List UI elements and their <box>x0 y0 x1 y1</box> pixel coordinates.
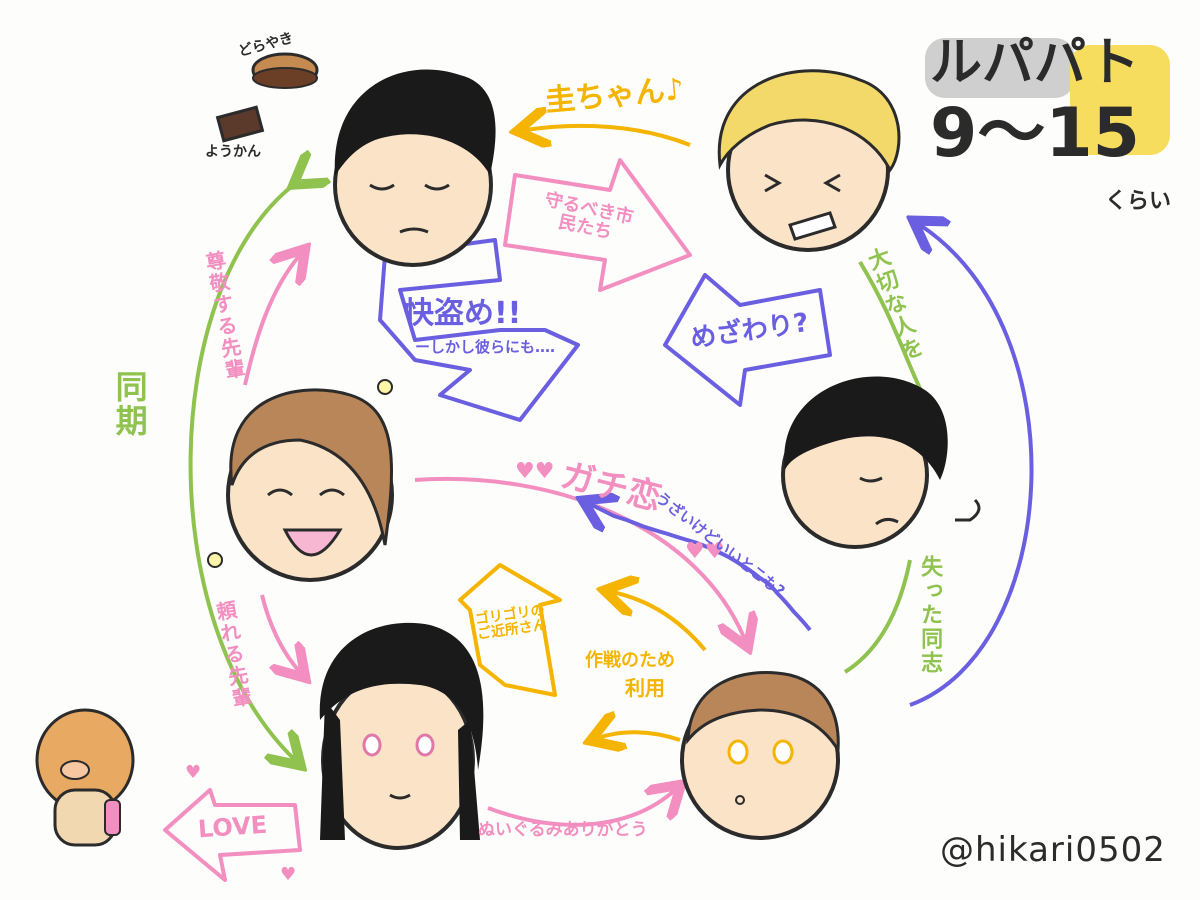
keiichiro-face <box>333 69 496 267</box>
title-approx: くらい <box>1105 189 1172 214</box>
sakusen-arrow-left <box>598 732 681 740</box>
mezawari-block-arrow <box>663 273 832 407</box>
love-block-arrow <box>163 788 302 882</box>
title-part1: ルパ <box>930 33 1035 93</box>
kei-chan-arrow <box>525 126 691 145</box>
title-range: 9〜15 <box>930 94 1140 173</box>
kaitou-label-line2: ーしかし彼らにも‥‥ <box>415 338 556 356</box>
sonkei-arrow <box>243 255 300 386</box>
nuigurumi-label: ぬいぐるみありがとう <box>478 820 648 840</box>
douki-label: 同期 <box>110 370 149 438</box>
uzai-arrow <box>590 504 812 632</box>
youkan-label: ようかん <box>205 144 261 160</box>
heart-icon: ♥♥ <box>685 539 724 564</box>
ushinatta-label: 失った同志 <box>917 555 943 675</box>
sakusen-label-line2: 利用 <box>625 676 665 700</box>
kairi-face <box>717 69 901 252</box>
heart-icon: ♥♥ <box>515 459 554 484</box>
touma-face <box>781 376 981 549</box>
goodsrun-face <box>35 708 135 847</box>
ushinatta-line <box>843 559 912 674</box>
heart-icon: ♥ <box>185 762 201 783</box>
goriyori-block-arrow <box>458 563 562 697</box>
sparkle-icon <box>207 552 223 568</box>
title-highlight-yellow <box>1070 45 1170 155</box>
sparkle-icon <box>377 379 393 395</box>
sakuya-face <box>226 388 394 582</box>
love-label: LOVE <box>197 810 269 844</box>
nuigurumi-arrow <box>487 790 675 827</box>
shinjiteru-arrow <box>910 225 1034 707</box>
title-highlight-gray <box>925 38 1075 98</box>
title-part2: パト <box>1034 33 1140 93</box>
tayoru-arrow <box>260 594 300 672</box>
dorayaki-icon <box>251 52 319 89</box>
douki-arrow <box>188 180 300 760</box>
youkan-icon <box>215 105 265 143</box>
sakusen-label-line1: 作戦のため <box>585 650 675 671</box>
heart-icon: ♥ <box>280 864 296 885</box>
artist-credit: @hikari0502 <box>940 830 1166 870</box>
umika-face <box>680 671 840 840</box>
tsukasa-face <box>319 622 484 850</box>
kaitou-block-arrow <box>378 238 580 422</box>
sakusen-arrow-up <box>612 592 707 652</box>
mamorubeki-block-arrow <box>503 158 692 292</box>
kaitou-label-line1: 快盗め!! <box>404 296 522 331</box>
